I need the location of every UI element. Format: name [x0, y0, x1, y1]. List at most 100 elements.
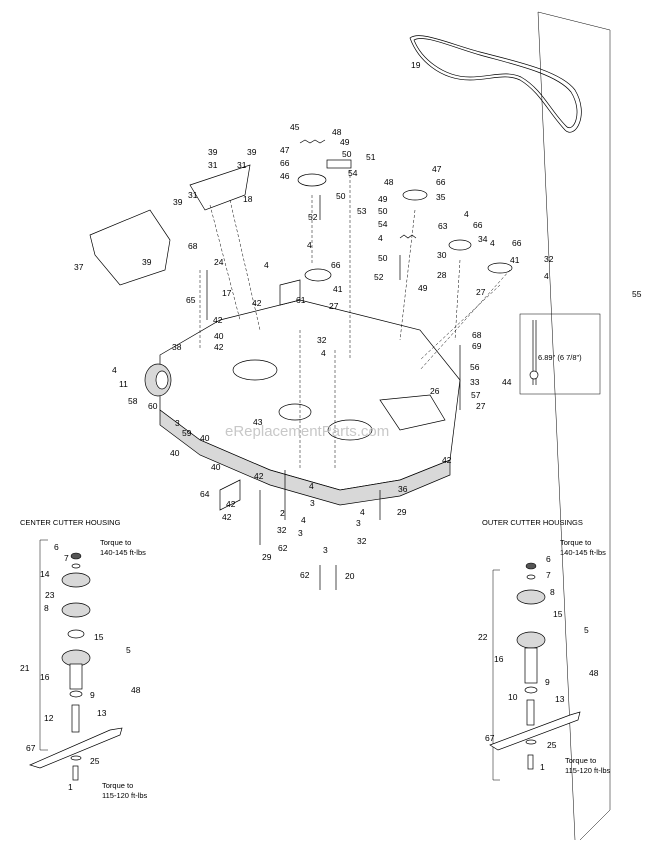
callout-32: 32: [357, 536, 367, 546]
callout-39: 39: [247, 147, 257, 157]
callout-40: 40: [200, 433, 210, 443]
callout-60: 60: [148, 401, 158, 411]
callout-39: 39: [208, 147, 218, 157]
callout-52: 52: [374, 272, 384, 282]
callout-39: 39: [173, 197, 183, 207]
callout-3: 3: [323, 545, 328, 555]
callout-68: 68: [472, 330, 482, 340]
callout-66: 66: [331, 260, 341, 270]
callout-43: 43: [253, 417, 263, 427]
callout-31: 31: [237, 160, 247, 170]
center-torque-bottom-line1: Torque to: [102, 781, 133, 790]
pulleys: [297, 173, 513, 282]
callout-61: 61: [296, 295, 306, 305]
callout-5: 5: [584, 625, 589, 635]
callout-37: 37: [74, 262, 84, 272]
outer-cutter-housings: OUTER CUTTER HOUSINGS Torque to 140-145 …: [482, 518, 611, 781]
outer-torque-top-line1: Torque to: [560, 538, 591, 547]
callout-47: 47: [432, 164, 442, 174]
callout-35: 35: [436, 192, 446, 202]
callout-63: 63: [438, 221, 448, 231]
callout-32: 32: [317, 335, 327, 345]
callout-4: 4: [544, 271, 549, 281]
reference-lines: [199, 170, 511, 470]
callout-39: 39: [142, 257, 152, 267]
callout-38: 38: [172, 342, 182, 352]
callout-50: 50: [378, 253, 388, 263]
callout-52: 52: [308, 212, 318, 222]
callout-4: 4: [321, 348, 326, 358]
callout-54: 54: [378, 219, 388, 229]
callout-51: 51: [366, 152, 376, 162]
callout-42: 42: [226, 499, 236, 509]
callout-1: 1: [68, 782, 73, 792]
callout-50: 50: [336, 191, 346, 201]
callout-56: 56: [470, 362, 480, 372]
callout-49: 49: [378, 194, 388, 204]
callout-65: 65: [186, 295, 196, 305]
callout-3: 3: [175, 418, 180, 428]
outer-torque-bottom-line1: Torque to: [565, 756, 596, 765]
callout-16: 16: [494, 654, 504, 664]
callout-29: 29: [397, 507, 407, 517]
callout-7: 7: [546, 570, 551, 580]
callout-33: 33: [470, 377, 480, 387]
drive-belt: [409, 35, 582, 133]
callout-3: 3: [298, 528, 303, 538]
callout-4: 4: [360, 507, 365, 517]
outer-housing-title: OUTER CUTTER HOUSINGS: [482, 518, 583, 527]
callout-67: 67: [26, 743, 36, 753]
callout-66: 66: [280, 158, 290, 168]
callout-9: 9: [90, 690, 95, 700]
callout-42: 42: [442, 455, 452, 465]
callout-44: 44: [502, 377, 512, 387]
callout-4: 4: [309, 481, 314, 491]
callout-4: 4: [264, 260, 269, 270]
callout-66: 66: [512, 238, 522, 248]
callout-40: 40: [211, 462, 221, 472]
callout-2: 2: [280, 508, 285, 518]
center-housing-title: CENTER CUTTER HOUSING: [20, 518, 121, 527]
callout-47: 47: [280, 145, 290, 155]
callout-28: 28: [437, 270, 447, 280]
callout-22: 22: [478, 632, 488, 642]
hardware: [206, 139, 461, 590]
callout-15: 15: [94, 632, 104, 642]
callout-42: 42: [214, 342, 224, 352]
callout-34: 34: [478, 234, 488, 244]
mower-deck: [89, 164, 461, 506]
callout-40: 40: [214, 331, 224, 341]
callout-45: 45: [290, 122, 300, 132]
callout-62: 62: [300, 570, 310, 580]
callout-3: 3: [356, 518, 361, 528]
callout-48: 48: [384, 177, 394, 187]
callout-24: 24: [214, 257, 224, 267]
callout-48: 48: [131, 685, 141, 695]
callout-20: 20: [345, 571, 355, 581]
callout-49: 49: [418, 283, 428, 293]
callout-4: 4: [378, 233, 383, 243]
callout-4: 4: [490, 238, 495, 248]
callout-30: 30: [437, 250, 447, 260]
callout-7: 7: [64, 553, 69, 563]
outer-torque-top-line2: 140-145 ft-lbs: [560, 548, 606, 557]
center-torque-bottom-line2: 115-120 ft-lbs: [102, 791, 148, 800]
callout-48: 48: [332, 127, 342, 137]
callout-6: 6: [54, 542, 59, 552]
callout-4: 4: [464, 209, 469, 219]
callout-55: 55: [632, 289, 642, 299]
callout-1: 1: [540, 762, 545, 772]
callout-4: 4: [307, 240, 312, 250]
callout-59: 59: [182, 428, 192, 438]
callout-41: 41: [333, 284, 343, 294]
callout-26: 26: [430, 386, 440, 396]
callout-31: 31: [188, 190, 198, 200]
callout-42: 42: [254, 471, 264, 481]
callout-41: 41: [510, 255, 520, 265]
callout-32: 32: [277, 525, 287, 535]
callout-42: 42: [222, 512, 232, 522]
callout-5: 5: [126, 645, 131, 655]
callout-54: 54: [348, 168, 358, 178]
part-callouts: 19 55 45 48 49 47 50 51 66 54 46 50 52 3…: [20, 60, 642, 792]
